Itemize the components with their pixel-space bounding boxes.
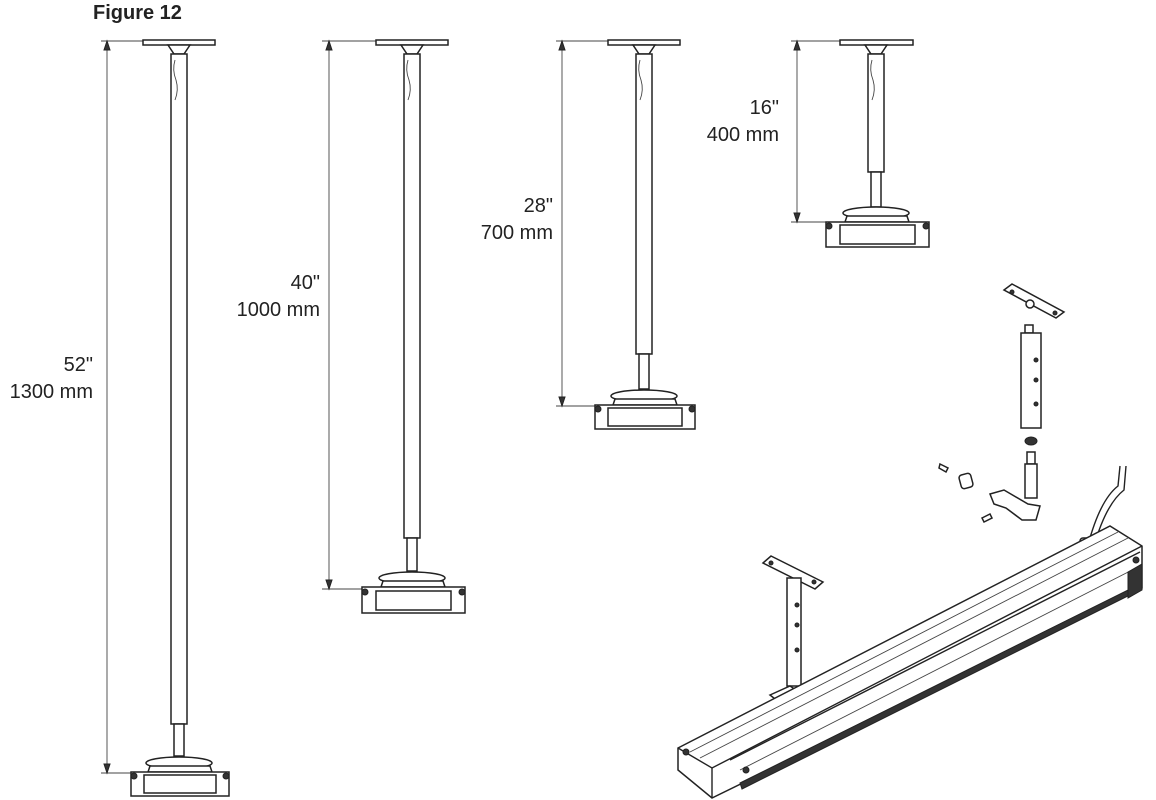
mounting-pole xyxy=(635,53,653,355)
heater-bracket xyxy=(361,571,466,614)
dimension-imperial: 28" xyxy=(523,195,553,217)
pole-assembly-40 xyxy=(322,39,466,614)
pole-assembly-52 xyxy=(101,39,230,797)
ceiling-plate-exploded xyxy=(1002,283,1066,319)
dimension-imperial: 16" xyxy=(749,97,779,119)
extension-tube xyxy=(173,723,185,757)
dimension-label-52: 52" 1300 mm xyxy=(0,352,93,406)
heater-bracket xyxy=(825,206,930,248)
ceiling-plate xyxy=(142,39,216,55)
mounting-pole xyxy=(403,53,421,539)
dimension-imperial: 52" xyxy=(63,354,93,376)
dimension-label-28: 28" 700 mm xyxy=(450,193,553,247)
dimension-metric: 1300 mm xyxy=(9,381,93,403)
exploded-heater-view xyxy=(677,283,1143,799)
heater-body xyxy=(677,525,1143,799)
figure-title: Figure 12 xyxy=(93,2,182,24)
dimension-label-40: 40" 1000 mm xyxy=(210,270,320,324)
dimension-line-52 xyxy=(101,39,143,775)
ceiling-plate xyxy=(375,39,449,55)
pole-assembly-16 xyxy=(791,39,930,248)
dimension-line-28 xyxy=(556,39,608,408)
extension-tube xyxy=(870,171,882,208)
heater-bracket xyxy=(130,756,230,797)
dimension-metric: 400 mm xyxy=(706,124,779,146)
mounting-pole xyxy=(170,53,188,725)
extension-tube xyxy=(638,353,650,390)
extension-tube xyxy=(406,537,418,572)
dimension-line-16 xyxy=(791,39,840,224)
dimension-label-16: 16" 400 mm xyxy=(676,95,779,149)
hardware-parts xyxy=(938,462,1041,524)
pole-assembly-28 xyxy=(556,39,696,430)
dimension-imperial: 40" xyxy=(290,272,320,294)
ceiling-plate xyxy=(839,39,914,55)
dimension-metric: 1000 mm xyxy=(236,299,320,321)
heater-bracket xyxy=(594,389,696,430)
dimension-line-40 xyxy=(322,39,376,591)
pole-exploded xyxy=(1020,324,1042,499)
ceiling-plate xyxy=(607,39,681,55)
mounting-pole xyxy=(867,53,885,173)
dimension-metric: 700 mm xyxy=(480,222,553,244)
